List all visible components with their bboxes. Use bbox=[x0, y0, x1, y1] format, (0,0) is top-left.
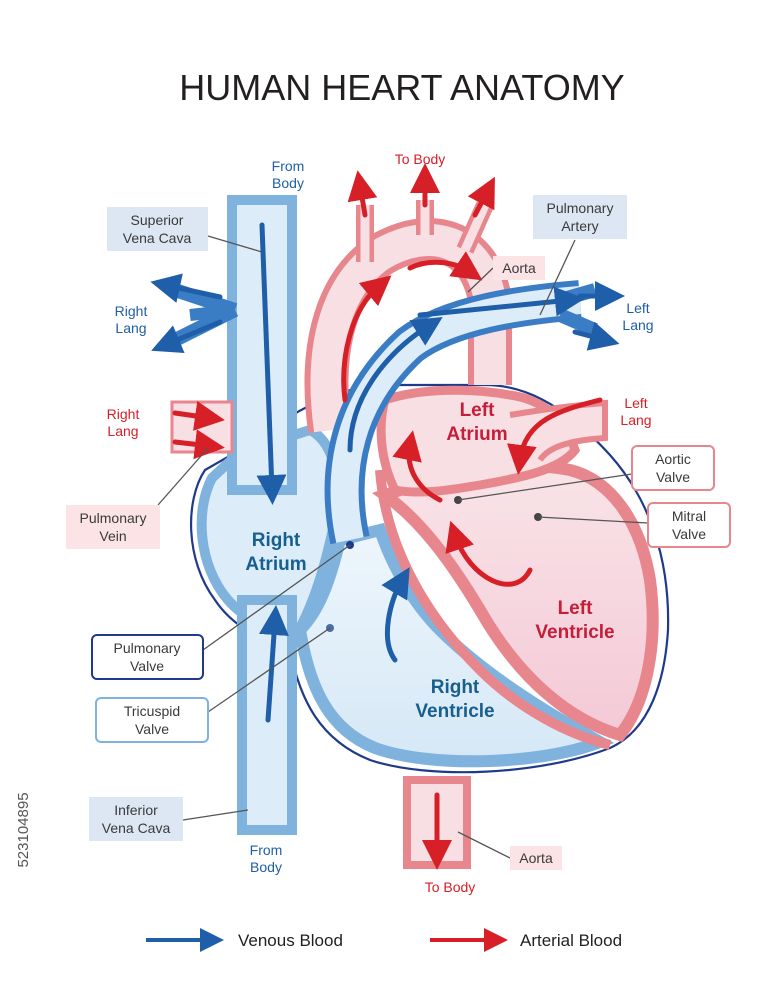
svg-text:Lang: Lang bbox=[620, 412, 651, 428]
chamber-left-atrium: Left Atrium bbox=[446, 400, 507, 445]
legend-venous-label: Venous Blood bbox=[238, 931, 343, 950]
chamber-right-ventricle: Right Ventricle bbox=[415, 677, 494, 722]
legend: Venous Blood Arterial Blood bbox=[146, 928, 622, 952]
svg-text:Atrium: Atrium bbox=[245, 554, 306, 575]
label-aorta-bottom: Aorta bbox=[510, 846, 562, 870]
label-pulmonary-vein: Pulmonary Vein bbox=[66, 505, 160, 549]
svg-text:Valve: Valve bbox=[135, 721, 169, 737]
svg-text:Left: Left bbox=[558, 598, 594, 619]
svg-text:Valve: Valve bbox=[656, 469, 690, 485]
label-tricuspid-valve: Tricuspid Valve bbox=[95, 697, 209, 743]
label-mitral-valve: Mitral Valve bbox=[647, 502, 731, 548]
svg-text:Right: Right bbox=[252, 530, 301, 551]
svg-text:Aortic: Aortic bbox=[655, 451, 691, 467]
svg-text:Pulmonary: Pulmonary bbox=[80, 510, 147, 526]
legend-arterial-label: Arterial Blood bbox=[520, 931, 622, 950]
svg-text:To Body: To Body bbox=[395, 151, 446, 167]
label-inferior-vena-cava: Inferior Vena Cava bbox=[89, 797, 183, 841]
svg-text:Right: Right bbox=[115, 303, 148, 319]
image-id: 523104895 bbox=[15, 792, 32, 867]
svg-text:From: From bbox=[250, 842, 283, 858]
svg-text:Vena Cava: Vena Cava bbox=[102, 820, 171, 836]
svg-text:Inferior: Inferior bbox=[114, 802, 158, 818]
svg-text:Aorta: Aorta bbox=[502, 260, 536, 276]
label-pulmonary-artery: Pulmonary Artery bbox=[533, 195, 627, 239]
svg-text:Right: Right bbox=[107, 406, 140, 422]
svg-text:Aorta: Aorta bbox=[519, 850, 553, 866]
svg-text:Artery: Artery bbox=[561, 218, 598, 234]
svg-text:From: From bbox=[272, 158, 305, 174]
arterial-flow-arrows bbox=[172, 163, 603, 870]
venous-flow-arrows bbox=[150, 222, 625, 723]
svg-text:Vein: Vein bbox=[99, 528, 126, 544]
svg-text:Body: Body bbox=[250, 859, 282, 875]
leader-lines bbox=[157, 235, 649, 859]
svg-text:Valve: Valve bbox=[130, 658, 164, 674]
svg-text:Left: Left bbox=[624, 395, 647, 411]
svg-text:Left: Left bbox=[460, 400, 496, 421]
svg-text:Superior: Superior bbox=[131, 212, 184, 228]
label-superior-vena-cava: Superior Vena Cava bbox=[107, 207, 208, 251]
svg-text:Lang: Lang bbox=[107, 423, 138, 439]
flow-labels: From Body To Body Right Lang Right Lang … bbox=[107, 151, 654, 895]
page-title: HUMAN HEART ANATOMY bbox=[179, 67, 624, 108]
svg-text:Left: Left bbox=[626, 300, 649, 316]
svg-text:Vena Cava: Vena Cava bbox=[123, 230, 192, 246]
svg-text:Ventricle: Ventricle bbox=[415, 701, 494, 722]
svg-text:Valve: Valve bbox=[672, 526, 706, 542]
chamber-left-ventricle: Left Ventricle bbox=[535, 598, 614, 643]
svg-text:Ventricle: Ventricle bbox=[535, 622, 614, 643]
svg-text:To Body: To Body bbox=[425, 879, 476, 895]
svg-text:Right: Right bbox=[431, 677, 480, 698]
svg-text:Body: Body bbox=[272, 175, 304, 191]
svg-text:Lang: Lang bbox=[622, 317, 653, 333]
label-aortic-valve: Aortic Valve bbox=[631, 445, 715, 491]
svg-text:Pulmonary: Pulmonary bbox=[547, 200, 614, 216]
svg-text:Mitral: Mitral bbox=[672, 508, 706, 524]
label-aorta-top: Aorta bbox=[493, 256, 545, 280]
svg-text:Lang: Lang bbox=[115, 320, 146, 336]
svg-text:Tricuspid: Tricuspid bbox=[124, 703, 180, 719]
svg-text:Atrium: Atrium bbox=[446, 424, 507, 445]
label-pulmonary-valve: Pulmonary Valve bbox=[91, 634, 204, 680]
svg-text:Pulmonary: Pulmonary bbox=[114, 640, 181, 656]
chamber-right-atrium: Right Atrium bbox=[245, 530, 306, 575]
